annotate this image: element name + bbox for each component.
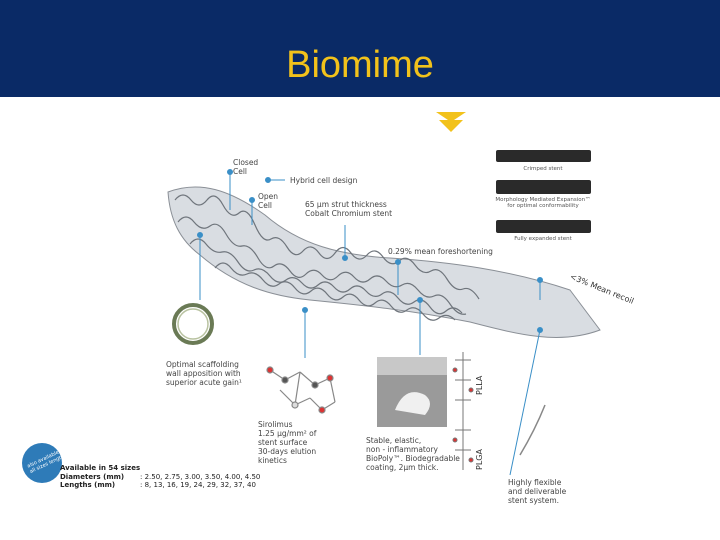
diameters-row: Diameters (mm) : 2.50, 2.75, 3.00, 3.50, … xyxy=(60,473,260,482)
label-polymer-top: PLLA xyxy=(475,375,484,395)
label-biopoly: Stable, elastic, non - inflammatory BioP… xyxy=(366,436,460,472)
thumbnail-expanded xyxy=(496,220,591,233)
sirolimus-molecule xyxy=(266,366,336,414)
stent-struts xyxy=(174,194,480,321)
thumbnail-caption: Fully expanded stent xyxy=(514,236,572,242)
diameters-value: : 2.50, 2.75, 3.00, 3.50, 4.00, 4.50 xyxy=(140,472,261,481)
availability-badge xyxy=(22,443,62,483)
label-sirolimus: Sirolimus 1.25 μg/mm² of stent surface 3… xyxy=(258,420,317,465)
label-scaffolding: Optimal scaffolding wall apposition with… xyxy=(166,360,242,387)
title-bar xyxy=(0,0,720,97)
lengths-row: Lengths (mm) : 8, 13, 16, 19, 24, 29, 32,… xyxy=(60,481,260,490)
stent-body xyxy=(167,186,601,338)
down-arrow-icon xyxy=(436,112,466,132)
polymer-chain xyxy=(452,352,474,470)
thumbnail-crimped xyxy=(496,150,591,162)
lengths-label: Lengths (mm) xyxy=(60,481,116,489)
callout-lines xyxy=(197,169,543,476)
label-hybrid-cell: Hybrid cell design xyxy=(290,176,358,185)
availability-block: Available in 54 sizes Diameters (mm) : 2.… xyxy=(60,464,260,490)
slide-title: Biomime xyxy=(286,44,434,86)
label-open-cell: Open Cell xyxy=(258,192,279,210)
thumbnail-caption: Crimped stent xyxy=(523,166,563,172)
lengths-value: : 8, 13, 16, 19, 24, 29, 32, 37, 40 xyxy=(140,481,256,489)
ring-cross-section xyxy=(172,303,214,345)
availability-heading: Available in 54 sizes xyxy=(60,464,141,472)
flexible-stent-curve xyxy=(519,404,546,456)
label-closed-cell: Closed Cell xyxy=(233,158,259,176)
label-strut: 65 μm strut thickness Cobalt Chromium st… xyxy=(305,200,393,218)
label-polymer-bottom: PLGA xyxy=(475,449,484,470)
thumbnail-morphology xyxy=(496,180,591,194)
diameters-label: Diameters (mm) xyxy=(60,472,125,481)
label-flexible: Highly flexible and deliverable stent sy… xyxy=(508,478,567,505)
label-foreshortening: 0.29% mean foreshortening xyxy=(388,247,493,256)
thumbnail-caption: Morphology Mediated Expansion™ for optim… xyxy=(495,197,591,209)
